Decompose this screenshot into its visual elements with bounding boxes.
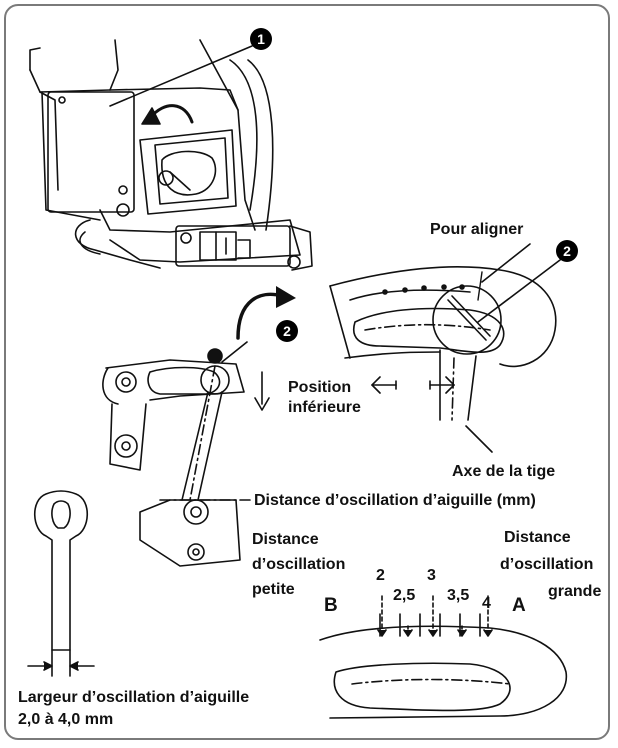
needle-drawing bbox=[27, 490, 95, 677]
rotate-arrow bbox=[236, 292, 284, 340]
alignment-detail bbox=[329, 243, 561, 453]
callout-2-top: 2 bbox=[556, 240, 578, 262]
figure-frame bbox=[4, 4, 610, 740]
linkage-drawing bbox=[102, 341, 270, 567]
small-distance-label-2: d’oscillation bbox=[252, 556, 346, 573]
scale-detail bbox=[319, 376, 568, 719]
small-distance-label-1: Distance bbox=[252, 531, 319, 548]
largeur-label-1: Largeur d’oscillation d’aiguille bbox=[18, 689, 250, 706]
callout-1: 1 bbox=[250, 28, 272, 50]
leader-1 bbox=[109, 45, 253, 107]
large-distance-label-1: Distance bbox=[504, 529, 571, 546]
side-b-label: B bbox=[324, 595, 338, 616]
large-distance-label-2: d’oscillation bbox=[500, 556, 594, 573]
scale-tick-4: 4 bbox=[482, 595, 491, 612]
scale-tick-3: 3 bbox=[427, 567, 436, 584]
position-label: Position bbox=[288, 379, 352, 396]
small-distance-label-3: petite bbox=[252, 581, 295, 598]
scale-tick-2: 2 bbox=[376, 567, 385, 584]
distance-title: Distance d’oscillation d’aiguille (mm) bbox=[254, 492, 536, 509]
axe-label: Axe de la tige bbox=[452, 463, 556, 480]
large-distance-label-3: grande bbox=[548, 583, 602, 600]
pour-aligner-label: Pour aligner bbox=[430, 221, 524, 238]
machine-head-drawing bbox=[29, 39, 313, 271]
scale-tick-2-5: 2,5 bbox=[393, 587, 416, 604]
scale-tick-3-5: 3,5 bbox=[447, 587, 470, 604]
largeur-label-2: 2,0 à 4,0 mm bbox=[18, 711, 114, 728]
position-label-2: inférieure bbox=[288, 399, 361, 416]
side-a-label: A bbox=[512, 595, 526, 616]
callout-2-mid: 2 bbox=[276, 320, 298, 342]
cover-plate bbox=[47, 91, 135, 213]
